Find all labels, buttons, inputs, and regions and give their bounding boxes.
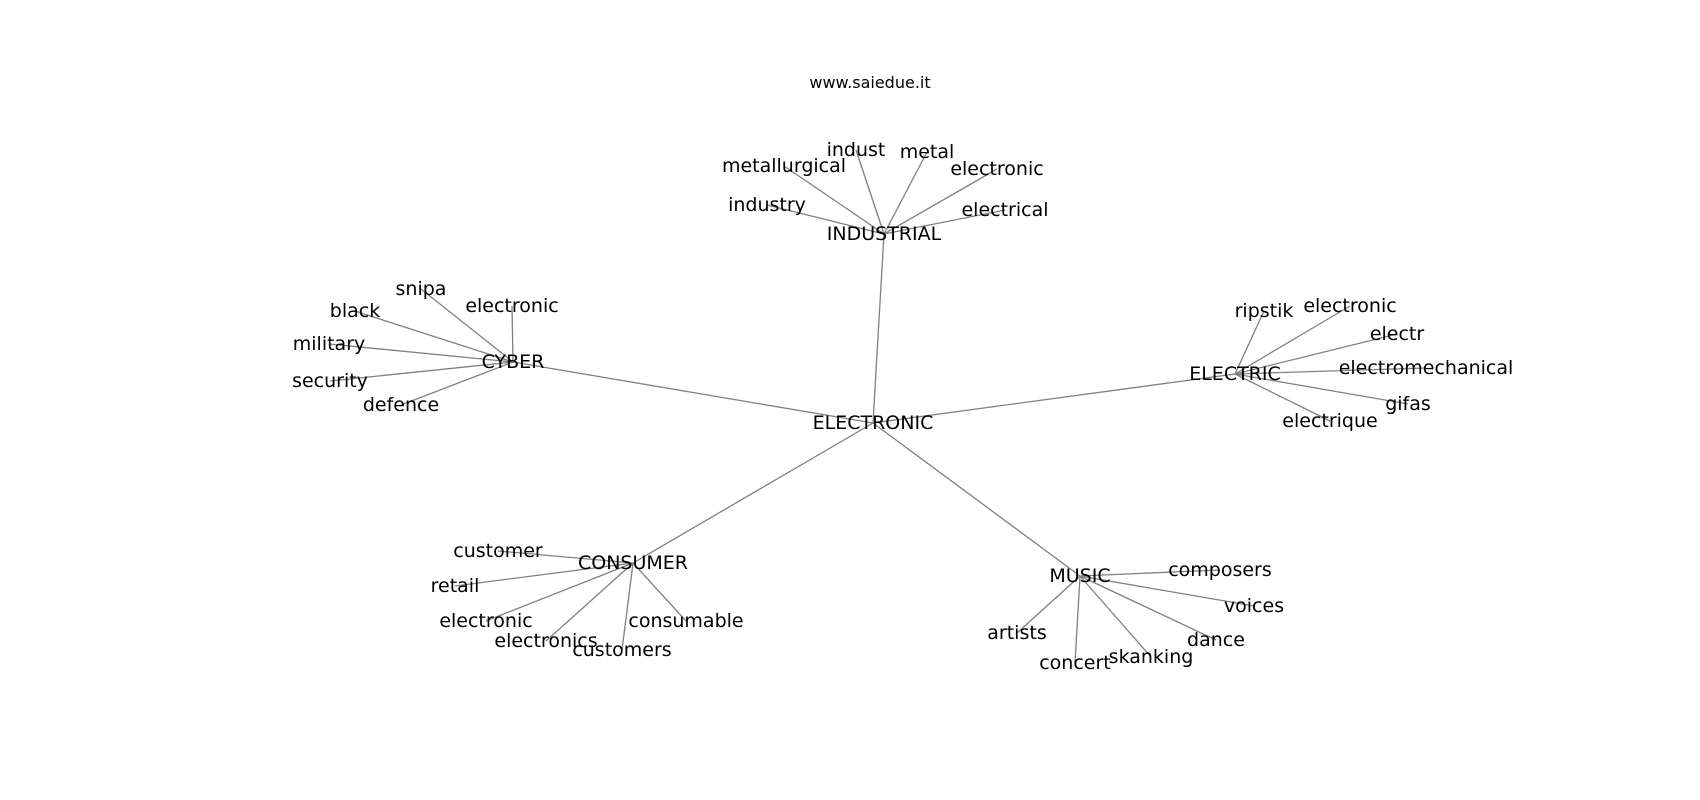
edge-cyber-cyb_black <box>354 310 514 363</box>
edge-cyber-cyb_security <box>329 361 514 382</box>
edge-music-mus_concert <box>1074 575 1081 664</box>
term-node-label-mus_artists: artists <box>987 622 1046 644</box>
term-node-label-ele_ripstik: ripstik <box>1235 300 1294 322</box>
term-node-label-mus_skanking: skanking <box>1109 646 1194 668</box>
edge-industrial-ind_electrical <box>883 209 1006 235</box>
edge-consumer-con_electronic <box>485 562 634 622</box>
edge-electric-ele_gifas <box>1234 373 1409 405</box>
edge-industrial-ind_industry <box>766 204 885 235</box>
edge-root-consumer <box>632 422 874 564</box>
edge-electric-ele_electrique <box>1234 373 1331 422</box>
edge-root-music <box>872 422 1081 577</box>
edge-electric-ele_electromechanical <box>1234 367 1427 375</box>
graph-edges <box>328 149 1427 664</box>
edge-industrial-ind_metal <box>883 151 928 235</box>
term-node-label-ind_electronic: electronic <box>950 158 1043 180</box>
term-node-label-cyb_defence: defence <box>363 394 439 416</box>
edge-electric-ele_electr <box>1234 333 1398 375</box>
term-node-label-ind_electrical: electrical <box>961 199 1048 221</box>
term-node-label-cyb_black: black <box>330 300 380 322</box>
term-node-label-ele_electronic: electronic <box>1303 295 1396 317</box>
term-node-label-ele_electrique: electrique <box>1282 410 1377 432</box>
term-node-label-ind_metal: metal <box>900 141 955 163</box>
cluster-node-label-cyber: CYBER <box>482 351 545 373</box>
edge-cyber-cyb_military <box>328 343 514 363</box>
term-node-label-con_customer: customer <box>453 540 543 562</box>
term-node-label-cyb_military: military <box>293 333 366 355</box>
edge-music-mus_dance <box>1079 575 1217 641</box>
root-node-label: ELECTRONIC <box>813 412 934 434</box>
edge-music-mus_artists <box>1016 575 1081 634</box>
edge-consumer-con_customer <box>497 550 634 564</box>
edge-electric-ele_electronic <box>1234 305 1351 375</box>
edge-root-cyber <box>512 361 874 424</box>
edge-industrial-ind_metallurgical <box>783 165 885 235</box>
edge-electric-ele_ripstik <box>1234 310 1265 375</box>
term-node-label-con_customers: customers <box>572 639 671 661</box>
term-node-label-con_retail: retail <box>431 575 480 597</box>
term-node-label-ind_industry: industry <box>728 194 806 216</box>
edge-cyber-cyb_defence <box>400 361 514 406</box>
term-node-label-ele_gifas: gifas <box>1385 393 1431 415</box>
edge-consumer-con_customers <box>621 562 634 651</box>
edge-root-electric <box>872 373 1236 424</box>
cluster-node-label-electric: ELECTRIC <box>1189 363 1281 385</box>
website-label: www.saiedue.it <box>809 73 930 92</box>
edge-consumer-con_electronics <box>545 562 634 642</box>
term-node-label-mus_concert: concert <box>1039 652 1111 674</box>
term-node-label-mus_voices: voices <box>1224 595 1284 617</box>
term-node-label-con_electronics: electronics <box>494 630 597 652</box>
edge-industrial-ind_indust <box>855 149 885 235</box>
term-node-label-ind_indust: indust <box>827 139 886 161</box>
term-node-label-ele_electromechanical: electromechanical <box>1339 357 1514 379</box>
term-node-label-cyb_security: security <box>292 370 368 392</box>
term-node-label-cyb_electronic: electronic <box>465 295 558 317</box>
term-node-label-cyb_snipa: snipa <box>396 278 447 300</box>
edge-music-mus_skanking <box>1079 575 1152 658</box>
cluster-node-label-industrial: INDUSTRIAL <box>827 223 942 245</box>
edge-cyber-cyb_electronic <box>511 305 514 363</box>
cluster-node-label-consumer: CONSUMER <box>578 552 688 574</box>
edge-music-mus_voices <box>1079 575 1255 607</box>
edge-consumer-con_consumable <box>632 562 687 622</box>
edge-root-industrial <box>872 233 885 424</box>
edge-industrial-ind_electronic <box>883 168 998 235</box>
term-node-label-con_electronic: electronic <box>439 610 532 632</box>
cluster-node-label-music: MUSIC <box>1049 565 1110 587</box>
edge-cyber-cyb_snipa <box>420 288 514 363</box>
term-node-label-mus_composers: composers <box>1168 559 1272 581</box>
edge-consumer-con_retail <box>454 562 634 587</box>
term-node-label-ind_metallurgical: metallurgical <box>722 155 846 177</box>
edge-music-mus_composers <box>1079 569 1221 577</box>
term-node-label-ele_electr: electr <box>1370 323 1425 345</box>
term-node-label-con_consumable: consumable <box>628 610 743 632</box>
term-node-label-mus_dance: dance <box>1187 629 1245 651</box>
